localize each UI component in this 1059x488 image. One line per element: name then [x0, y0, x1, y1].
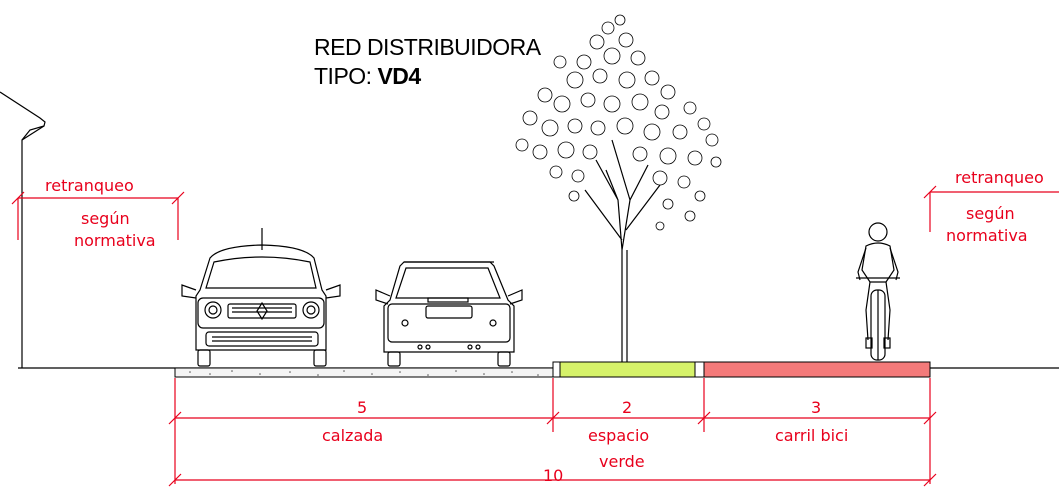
road-pavement: [174, 367, 554, 378]
setback-right-label: retranqueo: [955, 168, 1044, 187]
setback-left-label: retranqueo: [45, 176, 134, 195]
setback-left-note-line2: normativa: [74, 231, 156, 250]
section-width-carril-bici: 3: [811, 398, 822, 417]
building-outline-left: [0, 91, 46, 368]
setback-right-note-line2: normativa: [946, 226, 1028, 245]
setback-marker-right: [923, 185, 1059, 232]
bike-lane-strip: [703, 361, 931, 378]
dimension-lines: [168, 378, 937, 487]
section-label-espacio-verde-line2: verde: [599, 452, 645, 471]
setback-right-note-line1: según: [966, 204, 1015, 223]
total-width: 10: [543, 466, 564, 485]
section-width-espacio-verde: 2: [622, 398, 633, 417]
section-label-espacio-verde-line1: espacio: [588, 426, 650, 445]
car-rear-icon: [375, 261, 523, 367]
tree-icon: [515, 14, 722, 362]
tipo-prefix: TIPO:: [314, 63, 372, 89]
section-label-calzada: calzada: [322, 426, 384, 445]
diagram-subtitle: TIPO: VD4: [314, 63, 421, 90]
section-label-carril-bici: carril bici: [775, 426, 849, 445]
car-front-icon: [181, 228, 341, 367]
setback-left-note-line1: según: [81, 209, 130, 228]
diagram-title: RED DISTRIBUIDORA: [314, 34, 541, 60]
green-strip: [559, 361, 696, 378]
curb: [552, 361, 561, 378]
tipo-code: VD4: [377, 63, 421, 89]
curb: [694, 361, 705, 378]
section-width-calzada: 5: [357, 398, 368, 417]
cyclist-icon: [856, 222, 900, 361]
setback-marker-left: [11, 191, 185, 240]
